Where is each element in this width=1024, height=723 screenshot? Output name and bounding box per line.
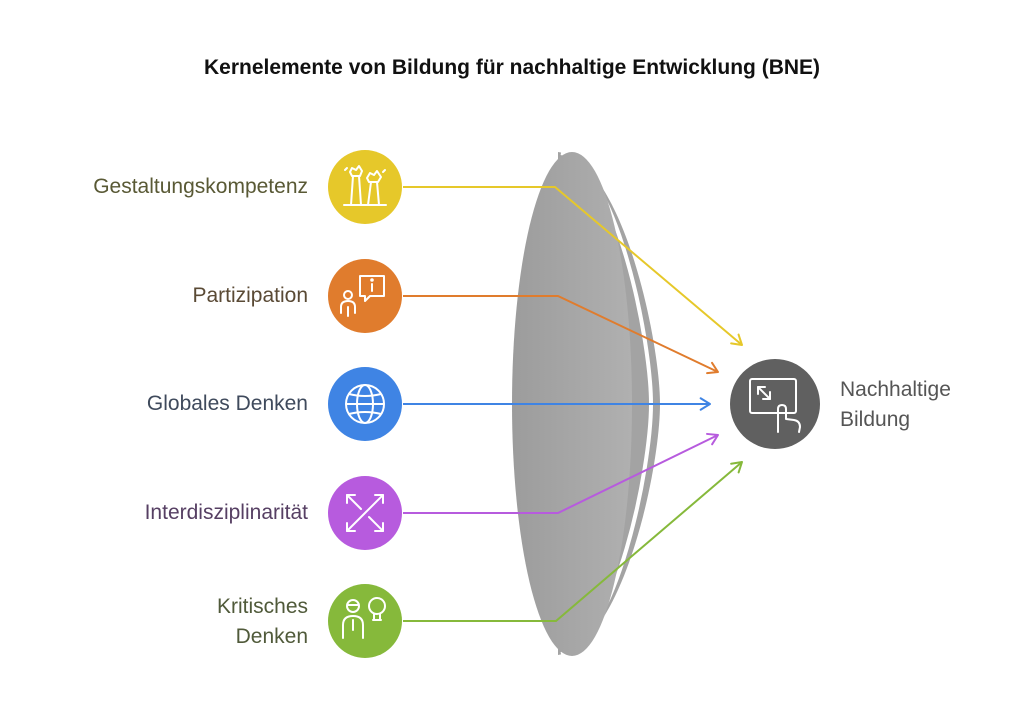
- globe-icon: [345, 384, 385, 424]
- trees-icon: [343, 165, 387, 206]
- label-nachhaltige-bildung-line-1: Nachhaltige: [840, 378, 951, 401]
- label-kritisches-denken-line-2: Denken: [235, 625, 308, 648]
- diagonal-arrows-icon: [346, 494, 384, 532]
- connector-kritisches-denken: [403, 461, 743, 622]
- connectors: [403, 186, 743, 622]
- resize-touch-icon: [749, 378, 801, 433]
- label-gestaltungskompetenz: Gestaltungskompetenz: [93, 175, 308, 198]
- label-partizipation: Partizipation: [192, 284, 308, 307]
- connector-interdisziplinaritaet: [403, 434, 719, 514]
- label-nachhaltige-bildung: Nachhaltige Bildung: [840, 375, 951, 435]
- connector-partizipation: [403, 295, 719, 373]
- item-interdisziplinaritaet: [328, 476, 402, 550]
- target-circle: [730, 359, 820, 449]
- item-globales-denken: [328, 367, 402, 441]
- label-globales-denken: Globales Denken: [146, 392, 308, 415]
- item-circle: [328, 150, 402, 224]
- item-circle: [328, 584, 402, 658]
- item-partizipation: [328, 259, 402, 333]
- diagram-title: Kernelemente von Bildung für nachhaltige…: [203, 56, 821, 79]
- connector-kritisches-denken-arrowhead: [730, 461, 743, 474]
- connector-gestaltungskompetenz-arrowhead: [730, 333, 743, 346]
- connector-partizipation-arrowhead: [706, 361, 719, 375]
- label-kritisches-denken: Kritisches Denken: [217, 592, 308, 652]
- label-interdisziplinaritaet: Interdisziplinarität: [144, 501, 308, 524]
- connector-globales-denken-arrowhead: [699, 397, 711, 411]
- person-info-bubble-icon: [340, 275, 385, 317]
- connector-interdisziplinaritaet-arrowhead: [706, 432, 719, 446]
- label-nachhaltige-bildung-line-2: Bildung: [840, 408, 911, 431]
- person-lightbulb-icon: [342, 597, 386, 639]
- target-node: [730, 359, 820, 449]
- label-kritisches-denken-line-1: Kritisches: [216, 595, 308, 618]
- item-gestaltungskompetenz: [328, 150, 402, 224]
- item-kritisches-denken: [328, 584, 402, 658]
- connector-gestaltungskompetenz: [403, 186, 743, 346]
